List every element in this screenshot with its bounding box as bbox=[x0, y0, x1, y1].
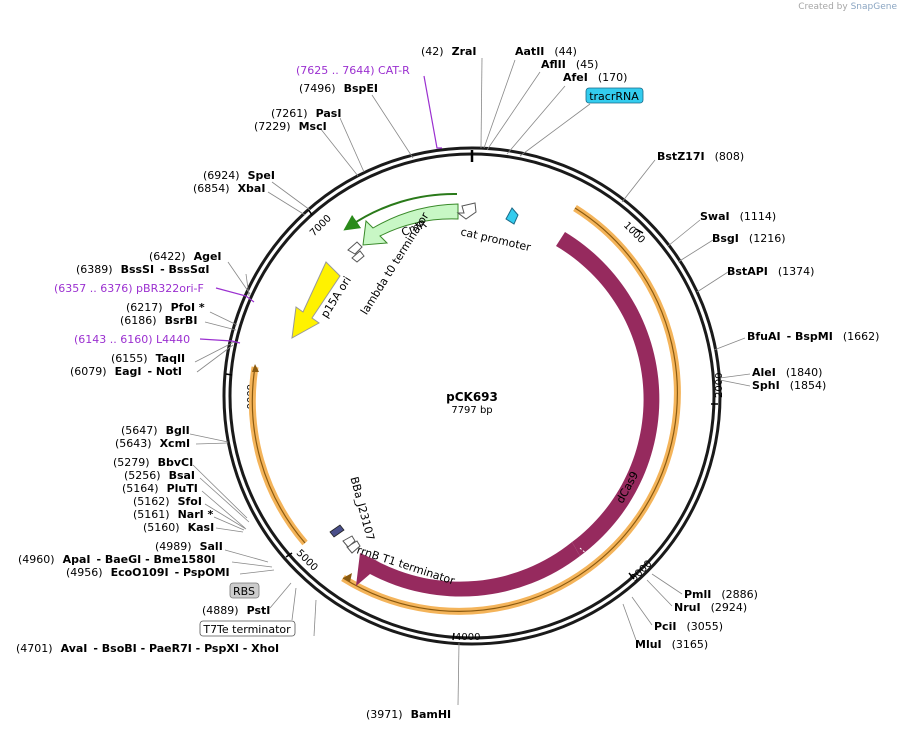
site-eagi: (6079)EagI- NotI bbox=[70, 365, 182, 378]
bba-label: BBa_J23107 bbox=[347, 475, 377, 542]
p15a-arrow bbox=[291, 261, 341, 339]
dcas9-body-lower bbox=[356, 542, 580, 597]
tick-1000-mark bbox=[635, 228, 644, 234]
site-nari: (5161)NarI * bbox=[133, 508, 214, 521]
site-aflii: AflII(45) bbox=[541, 58, 598, 71]
site-bfuai: BfuAI- BspMI(1662) bbox=[747, 330, 879, 343]
bba-j23107-marker bbox=[329, 524, 345, 538]
t7te-box bbox=[199, 620, 296, 637]
rbs-box bbox=[229, 582, 260, 599]
orf-arc-right bbox=[342, 207, 678, 612]
site-pcii: PciI(3055) bbox=[654, 620, 723, 633]
cmr-arrow bbox=[362, 203, 459, 246]
site-psti: (4889)PstI bbox=[202, 604, 270, 617]
cmr-orf-line bbox=[343, 192, 458, 231]
site-sfoi: (5162)SfoI bbox=[133, 495, 202, 508]
site-xbai: (6854)XbaI bbox=[193, 182, 265, 195]
site-bstz17i: BstZ17I(808) bbox=[657, 150, 744, 163]
site-kasi: (5160)KasI bbox=[143, 521, 214, 534]
site-bamhi: (3971)BamHI bbox=[366, 708, 451, 721]
plasmid-name: pCK693 bbox=[446, 390, 498, 404]
cat-promoter-label: cat promoter bbox=[459, 225, 532, 254]
site-labels-left: (42)ZraI AatII(44) AflII(45) AfeI(170) (… bbox=[16, 45, 627, 721]
tick-5000-mark bbox=[285, 552, 293, 558]
site-bbvci: (5279)BbvCI bbox=[113, 456, 193, 469]
credit-prefix: Created by bbox=[798, 2, 848, 12]
site-swai: SwaI(1114) bbox=[700, 210, 776, 223]
site-bspei: (7496)BspEI bbox=[299, 82, 378, 95]
rrnb-arrow-1 bbox=[346, 540, 361, 554]
tick-7000: 7000 bbox=[308, 213, 334, 239]
tracrrna-box bbox=[585, 87, 644, 104]
site-bsgi: BsgI(1216) bbox=[712, 232, 785, 245]
tick-2000: 2000 bbox=[714, 373, 725, 398]
site-pluti: (5164)PluTI bbox=[122, 482, 198, 495]
cat-promoter-arrow bbox=[456, 202, 477, 220]
site-xcmi: (5643)XcmI bbox=[115, 437, 190, 450]
site-mlui: MluI(3165) bbox=[635, 638, 708, 651]
tick-3000-mark bbox=[628, 572, 635, 580]
site-pmli: PmlI(2886) bbox=[684, 588, 758, 601]
site-eco: (4956)EcoO109I- PspOMI bbox=[66, 566, 230, 579]
plasmid-size: 7797 bp bbox=[451, 405, 492, 416]
site-bgli: (5647)BglI bbox=[121, 424, 190, 437]
site-sali: (4989)SalI bbox=[155, 540, 223, 553]
tracrrna-label: tracrRNA bbox=[589, 90, 639, 103]
tracrrna-marker bbox=[505, 207, 519, 225]
lambda-arrow-1 bbox=[347, 241, 363, 255]
tick-4000: 4000 bbox=[455, 632, 480, 643]
site-bsssi: (6389)BssSI- BssSαI bbox=[76, 263, 210, 276]
site-msci: (7229)MscI bbox=[254, 120, 327, 133]
primer-l4440: (6143 .. 6160) L4440 bbox=[74, 333, 190, 346]
dcas9-body-upper bbox=[556, 232, 660, 556]
site-bstapi: BstAPI(1374) bbox=[727, 265, 814, 278]
site-bsai: (5256)BsaI bbox=[124, 469, 195, 482]
site-spei: (6924)SpeI bbox=[203, 169, 275, 182]
tick-5000: 5000 bbox=[294, 548, 320, 574]
site-afei: AfeI(170) bbox=[563, 71, 627, 84]
site-leader-lines bbox=[189, 57, 751, 706]
primer-pbr322ori-f: (6357 .. 6376) pBR322ori-F bbox=[54, 282, 204, 295]
rrnb-arrow-2 bbox=[342, 535, 356, 548]
snapgene-credit: Created by SnapGene bbox=[798, 2, 897, 12]
rbs-label: RBS bbox=[233, 585, 255, 598]
site-pfoi: (6217)PfoI * bbox=[126, 301, 205, 314]
orf-arc-left-glow bbox=[248, 366, 308, 546]
site-zrai: (42)ZraI bbox=[421, 45, 477, 58]
tick-4000-mark bbox=[452, 632, 455, 641]
site-aatii: AatII(44) bbox=[515, 45, 577, 58]
backbone-outer bbox=[222, 146, 722, 646]
site-labels-right: BstZ17I(808) SwaI(1114) BsgI(1216) BstAP… bbox=[635, 150, 879, 651]
site-alei: AleI(1840) bbox=[752, 366, 822, 379]
site-apai: (4960)ApaI- BaeGI - Bme1580I bbox=[18, 553, 216, 566]
orf-arc-left bbox=[251, 366, 306, 544]
orf-arrow-left bbox=[252, 364, 259, 372]
lambda-arrow-2 bbox=[351, 250, 365, 263]
site-agei: (6422)AgeI bbox=[149, 250, 222, 263]
site-avai: (4701)AvaI- BsoBI - PaeR7I - PspXI - Xho… bbox=[16, 642, 279, 655]
primer-lines bbox=[199, 75, 442, 344]
tick-6000-mark bbox=[225, 373, 233, 376]
site-pasi: (7261)PasI bbox=[271, 107, 341, 120]
snapgene-logo: SnapGene bbox=[850, 2, 897, 12]
tick-3000: 3000 bbox=[629, 558, 655, 584]
site-sphi: SphI(1854) bbox=[752, 379, 826, 392]
t7te-label: T7Te terminator bbox=[202, 623, 291, 636]
site-taqii: (6155)TaqII bbox=[111, 352, 185, 365]
tick-7000-mark bbox=[307, 208, 313, 216]
site-nrui: NruI(2924) bbox=[674, 601, 747, 614]
orf-arrow-right bbox=[343, 573, 352, 582]
site-bsrbi: (6186)BsrBI bbox=[120, 314, 197, 327]
primer-cat-r: (7625 .. 7644) CAT-R bbox=[296, 64, 410, 77]
